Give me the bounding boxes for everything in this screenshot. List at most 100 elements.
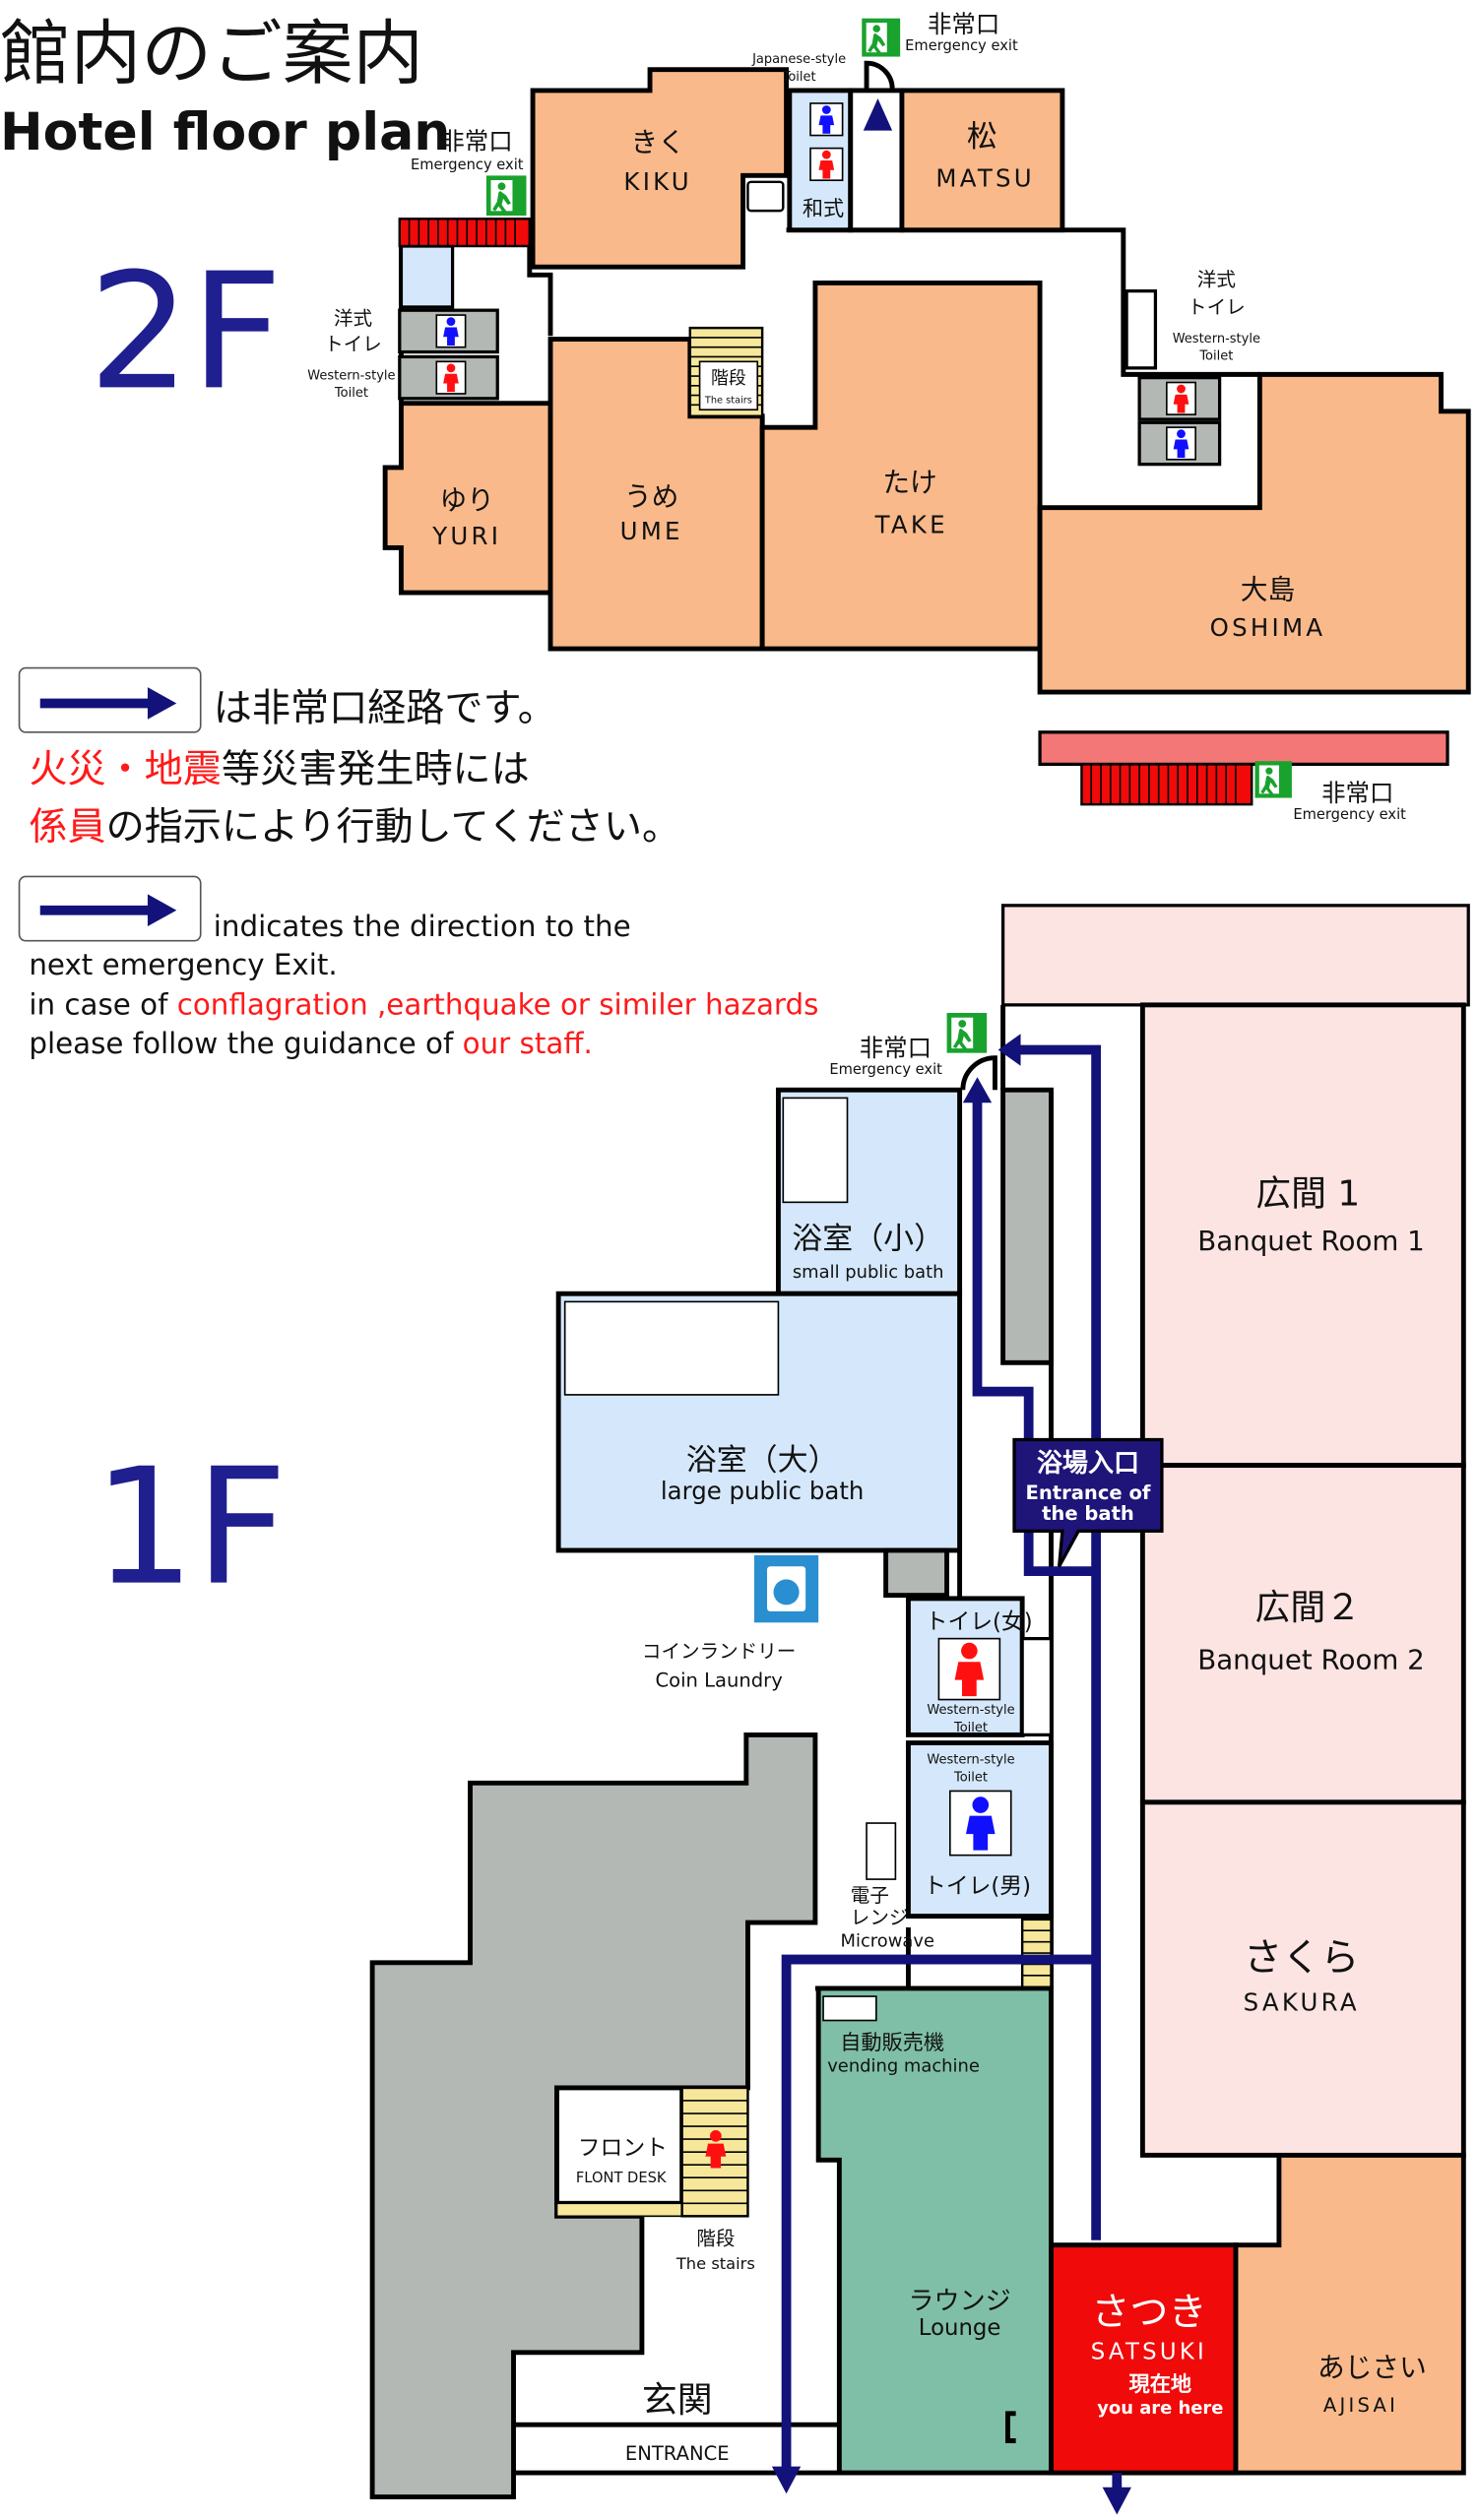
route-arrow-head-icon	[147, 687, 177, 720]
toilet-women-en1: Western-style	[927, 1703, 1014, 1718]
toilet-women-en2: Toilet	[953, 1721, 988, 1735]
legend-ja-red: 火災・地震	[29, 747, 222, 791]
stairs-1f-corridor	[1020, 1918, 1053, 1990]
page-title: 館内のご案内	[0, 12, 423, 94]
route-arrow-head-icon	[147, 894, 177, 927]
room-take-ja: たけ	[882, 466, 936, 498]
banquet-room-1	[1139, 1002, 1466, 1469]
stairs-2f-en: The stairs	[704, 396, 752, 407]
front-desk-en: FLONT DESK	[576, 2170, 667, 2186]
bath-entrance-callout	[1012, 1437, 1164, 1568]
microwave-icon	[866, 1822, 897, 1880]
emergency-exit-sign-icon	[1254, 761, 1292, 798]
legend-ja-text: 等災害発生時には	[222, 747, 530, 791]
western-toilet-en2: Toilet	[334, 386, 368, 401]
washer-door-icon	[773, 1579, 800, 1606]
room-ajisai-ja: あじさい	[1317, 2351, 1427, 2383]
japanese-toilet-en1: Japanese-style	[751, 52, 846, 67]
sink-icon	[1125, 289, 1158, 370]
room-kiku	[530, 67, 790, 270]
evacuation-route-main	[1010, 1044, 1102, 2240]
lounge-en: Lounge	[919, 2315, 1001, 2341]
western-toilet-ja2: トイレ	[324, 333, 382, 355]
lounge-fixture	[1005, 2411, 1016, 2443]
bath-tub	[782, 1097, 849, 1204]
microwave-en: Microwave	[841, 1931, 934, 1952]
room-oshima-en: OSHIMA	[1210, 613, 1326, 642]
floor-label-1f: 1F	[94, 1435, 288, 1621]
stairs-background	[398, 218, 532, 248]
exit-label-en: Emergency exit	[1293, 806, 1406, 823]
room-ume-en: UME	[620, 517, 683, 545]
room-yuri-ja: ゆり	[440, 483, 494, 516]
microwave-ja2: レンジ	[851, 1907, 909, 1929]
stairs-1f-ja: 階段	[696, 2228, 735, 2250]
western-toilet-en2: Toilet	[1198, 349, 1233, 364]
legend-en-red: conflagration ,earthquake or similer haz…	[177, 988, 819, 1022]
legend-en-line3: in case of conflagration ,earthquake or …	[29, 988, 818, 1022]
exit-label-en: Emergency exit	[905, 37, 1018, 54]
entrance-ja: 玄関	[642, 2380, 713, 2421]
room-matsu	[899, 88, 1065, 233]
floor-label-2f: 2F	[89, 239, 283, 425]
room-matsu-ja: 松	[967, 119, 997, 155]
small-bath-en: small public bath	[793, 1262, 944, 1283]
vending-machine-en: vending machine	[827, 2056, 980, 2077]
floor-2-plan: きく KIKU 和式 Japanese-style Toilet 松 MATSU…	[307, 10, 1471, 823]
room-ajisai	[1233, 2152, 1466, 2476]
legend-ja-red: 係員	[29, 805, 105, 850]
banquet-room-2-en: Banquet Room 2	[1197, 1644, 1425, 1676]
toilet-men-en1: Western-style	[927, 1753, 1014, 1768]
large-bath-en: large public bath	[661, 1477, 865, 1505]
legend-en-line2: next emergency Exit.	[29, 948, 337, 981]
exit-label-ja: 非常口	[1321, 779, 1393, 807]
room-sakura-ja: さくら	[1244, 1936, 1359, 1981]
front-desk	[554, 2085, 685, 2206]
western-toilet-ja2: トイレ	[1188, 295, 1246, 318]
room-ajisai-en: AJISAI	[1323, 2394, 1398, 2417]
legend-ja-line1: は非常口経路です。	[214, 686, 556, 730]
large-bath-ja: 浴室（大）	[686, 1442, 839, 1478]
sink-icon	[1020, 1636, 1054, 1737]
terrace	[1000, 904, 1470, 1007]
balcony	[1038, 730, 1449, 767]
route-arrow-up-icon	[863, 98, 893, 131]
banquet-room-1-ja: 広間 1	[1255, 1174, 1360, 1215]
evacuation-route-entrance	[781, 1954, 1097, 2470]
stairs-1f-en: The stairs	[675, 2254, 755, 2273]
legend-ja-line2: 火災・地震等災害発生時には	[29, 747, 529, 791]
toilet-men-ja: トイレ(男)	[924, 1874, 1031, 1900]
stairs-label-box	[698, 360, 759, 411]
room-satsuki-en: SATSUKI	[1091, 2339, 1207, 2364]
stairs-2f-ja: 階段	[711, 368, 746, 389]
coin-laundry-en: Coin Laundry	[655, 1670, 782, 1692]
page-subtitle: Hotel floor plan	[0, 103, 450, 162]
bath-tub	[563, 1300, 780, 1396]
legend-en-line1: indicates the direction to the	[214, 910, 631, 943]
floor-1-plan: 広間 1 Banquet Room 1 広間２ Banquet Room 2 さ…	[369, 904, 1470, 2515]
japanese-toilet-ja: 和式	[803, 196, 844, 220]
legend-ja-text: の指示により行動してください。	[106, 805, 681, 850]
2f-washroom	[399, 244, 455, 309]
legend-en-line4: please follow the guidance of our staff.	[29, 1027, 593, 1060]
western-toilet-en1: Western-style	[1173, 332, 1260, 346]
room-oshima-ja: 大島	[1241, 574, 1295, 606]
legend-en-red: our staff.	[463, 1027, 593, 1060]
exit-label-en: Emergency exit	[829, 1061, 942, 1078]
lounge-ja: ラウンジ	[908, 2287, 1010, 2316]
room-kiku-ja: きく	[631, 126, 685, 158]
room-ume-ja: うめ	[624, 480, 678, 513]
emergency-exit-sign-icon	[862, 18, 901, 57]
exit-label-en: Emergency exit	[411, 157, 524, 173]
microwave-ja1: 電子	[851, 1884, 889, 1907]
service-space	[883, 1547, 949, 1599]
banquet-room-2	[1139, 1463, 1466, 1805]
exit-label-ja: 非常口	[860, 1034, 932, 1062]
route-arrow-left-icon	[997, 1034, 1021, 1066]
route-arrow-down-icon	[771, 2466, 802, 2494]
emergency-exit-sign-icon	[485, 175, 527, 217]
legend-en-text: in case of	[29, 988, 176, 1022]
legend-en-text: please follow the guidance of	[29, 1027, 462, 1060]
entrance-en: ENTRANCE	[625, 2442, 730, 2465]
